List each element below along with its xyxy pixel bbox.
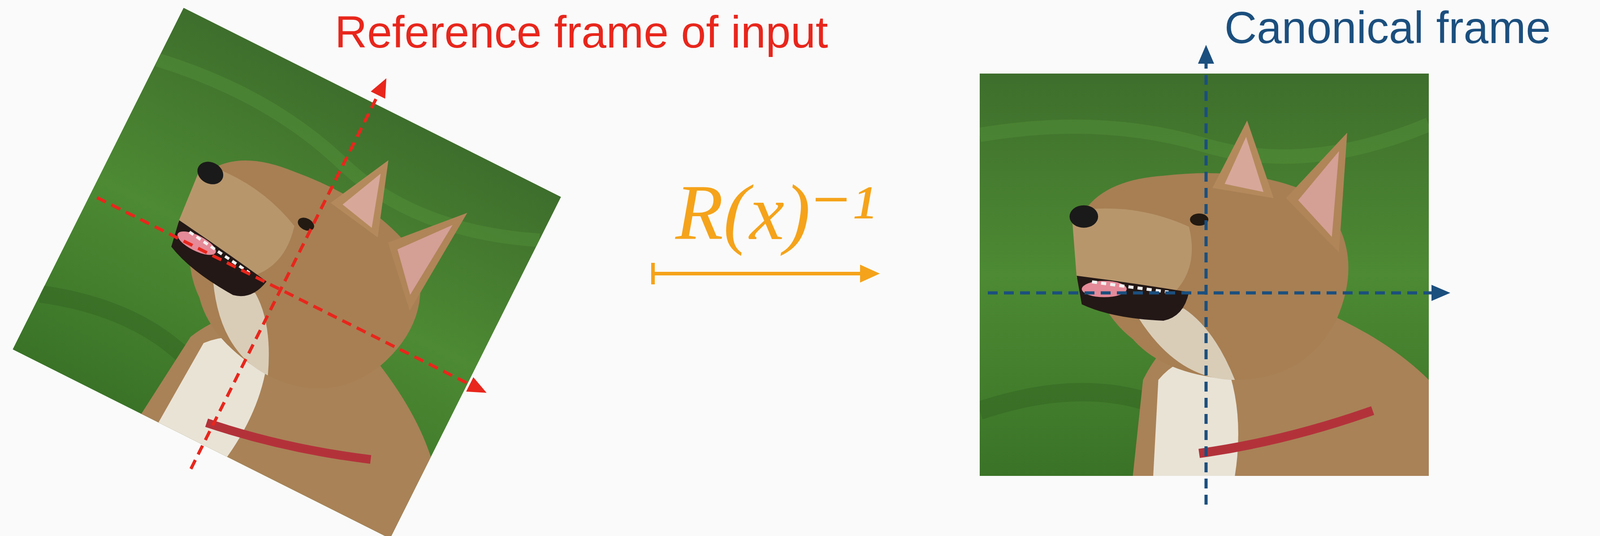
canonical-frame: Canonical frame xyxy=(979,0,1600,536)
input-frame: Reference frame of input xyxy=(0,0,583,536)
frame-heading: Canonical frame xyxy=(1224,1,1551,54)
canonical-photo xyxy=(979,44,1451,505)
frame-heading: Reference frame of input xyxy=(334,6,829,58)
transform-label: R(x)⁻¹ xyxy=(675,169,876,256)
input-photo xyxy=(0,0,593,536)
mapsto-arrow xyxy=(652,262,880,285)
